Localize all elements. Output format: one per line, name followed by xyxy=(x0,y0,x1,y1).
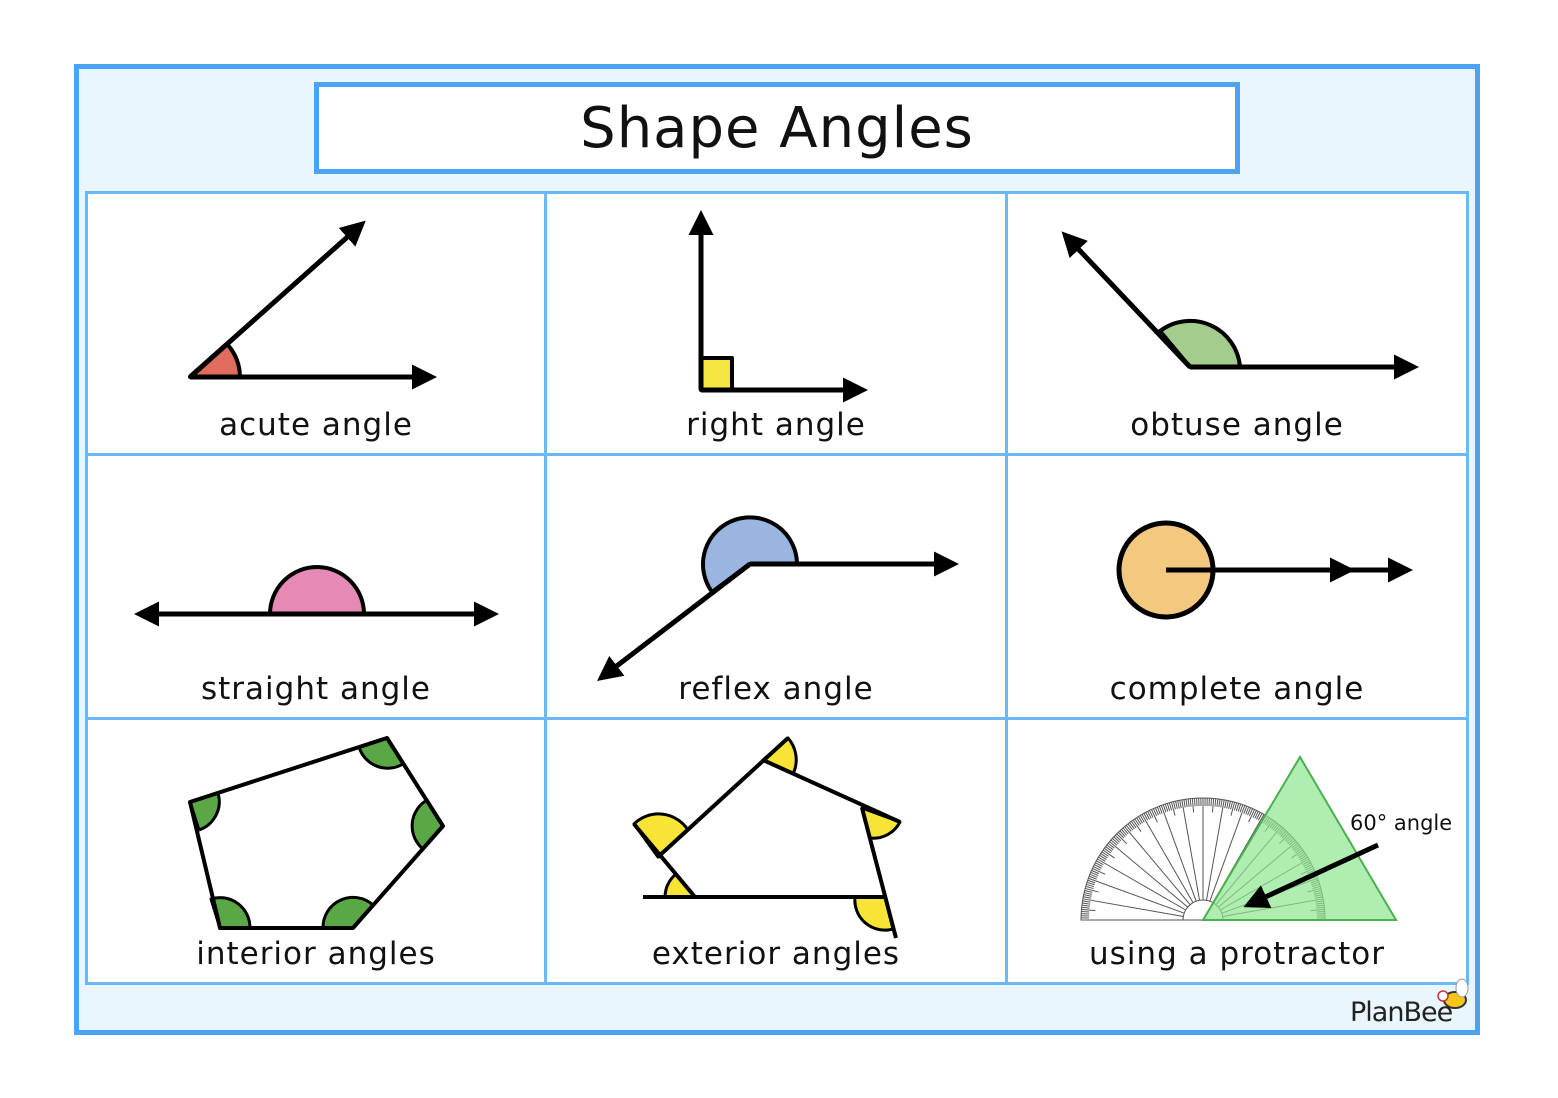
cell-acute: acute angle xyxy=(88,194,547,456)
cell-label: acute angle xyxy=(219,407,413,443)
cell-label: right angle xyxy=(686,407,866,443)
planbee-logo: PlanBee xyxy=(1350,997,1453,1028)
cell-label: complete angle xyxy=(1109,671,1365,707)
protractor-note: 60° angle xyxy=(1350,811,1453,835)
cell-label: using a protractor xyxy=(1089,936,1385,972)
cell-reflex: reflex angle xyxy=(547,456,1008,720)
angle-grid: acute angle right angle obtuse angle str… xyxy=(85,191,1469,985)
cell-label: reflex angle xyxy=(678,671,874,707)
cell-obtuse: obtuse angle xyxy=(1008,194,1466,456)
cell-label: obtuse angle xyxy=(1130,407,1344,443)
cell-right: right angle xyxy=(547,194,1008,456)
cell-label: interior angles xyxy=(196,936,436,972)
cell-complete: complete angle xyxy=(1008,456,1466,720)
cell-interior: interior angles xyxy=(88,720,547,982)
page-title: Shape Angles xyxy=(580,95,974,161)
title-box: Shape Angles xyxy=(314,82,1240,174)
cell-label: exterior angles xyxy=(651,936,901,972)
cell-protractor: using a protractor xyxy=(1008,720,1466,982)
cell-straight: straight angle xyxy=(88,456,547,720)
cell-exterior: exterior angles xyxy=(547,720,1008,982)
cell-label: straight angle xyxy=(200,671,431,707)
